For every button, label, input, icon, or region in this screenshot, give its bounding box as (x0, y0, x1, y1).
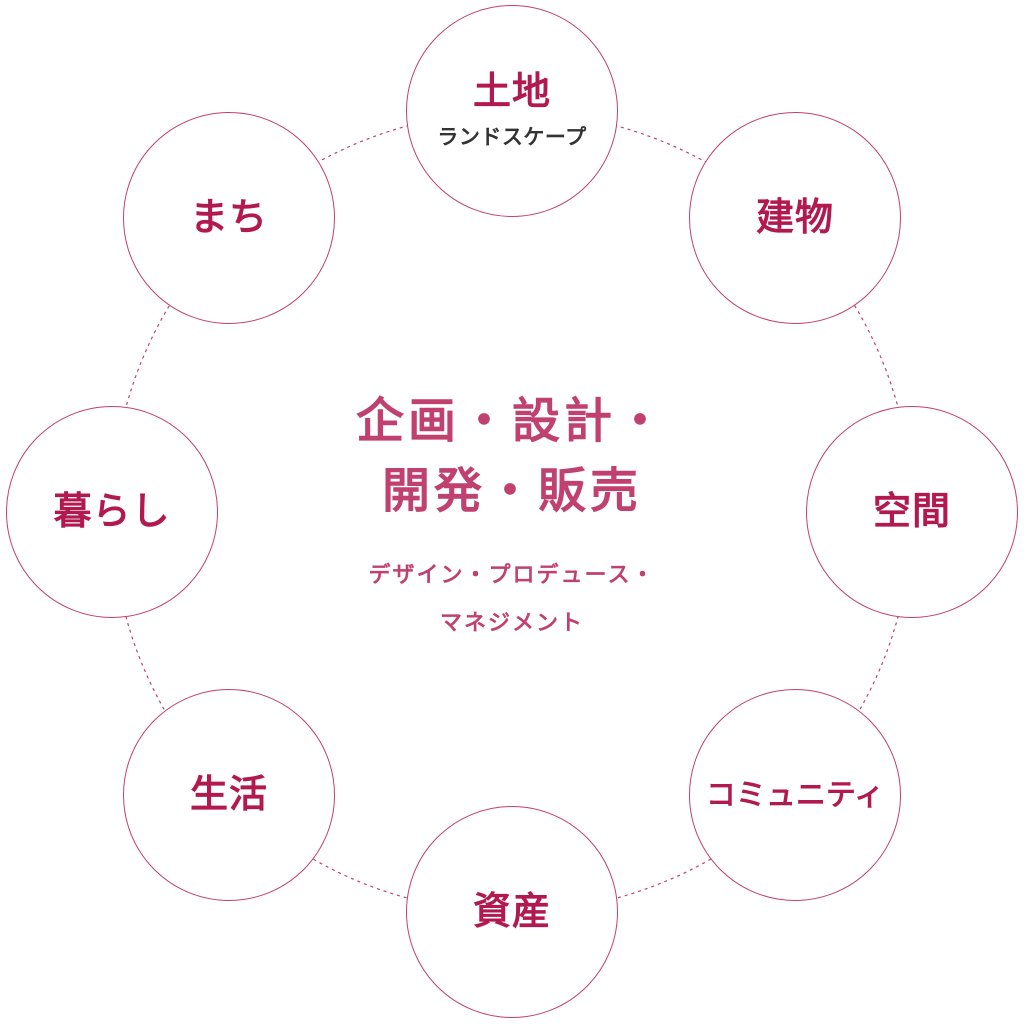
center-subtitle: デザイン・プロデュース・ マネジメント (312, 552, 712, 648)
node-living-label: 暮らし (53, 489, 171, 534)
node-town: まち (123, 112, 335, 324)
node-assets-label: 資産 (472, 889, 551, 934)
node-land-sublabel: ランドスケープ (437, 124, 587, 149)
center-subtitle-line-2: マネジメント (439, 611, 584, 636)
node-building: 建物 (689, 112, 901, 324)
node-community-label: コミュニティ (705, 777, 885, 813)
center-title-line-1: 企画・設計・ (355, 393, 668, 449)
center-title-line-2: 開発・販売 (381, 463, 642, 519)
node-community: コミュニティ (689, 689, 901, 901)
node-life: 生活 (123, 689, 335, 901)
node-town-label: まち (189, 195, 268, 240)
node-land-label: 土地 (472, 69, 551, 114)
node-space: 空間 (806, 406, 1018, 618)
node-life-label: 生活 (189, 772, 268, 817)
node-living: 暮らし (6, 406, 218, 618)
node-building-label: 建物 (755, 195, 834, 240)
center-subtitle-line-1: デザイン・プロデュース・ (368, 563, 656, 588)
node-assets: 資産 (406, 806, 618, 1018)
center-title: 企画・設計・ 開発・販売 (312, 386, 712, 526)
node-space-label: 空間 (872, 489, 951, 534)
node-land: 土地 ランドスケープ (406, 5, 618, 217)
